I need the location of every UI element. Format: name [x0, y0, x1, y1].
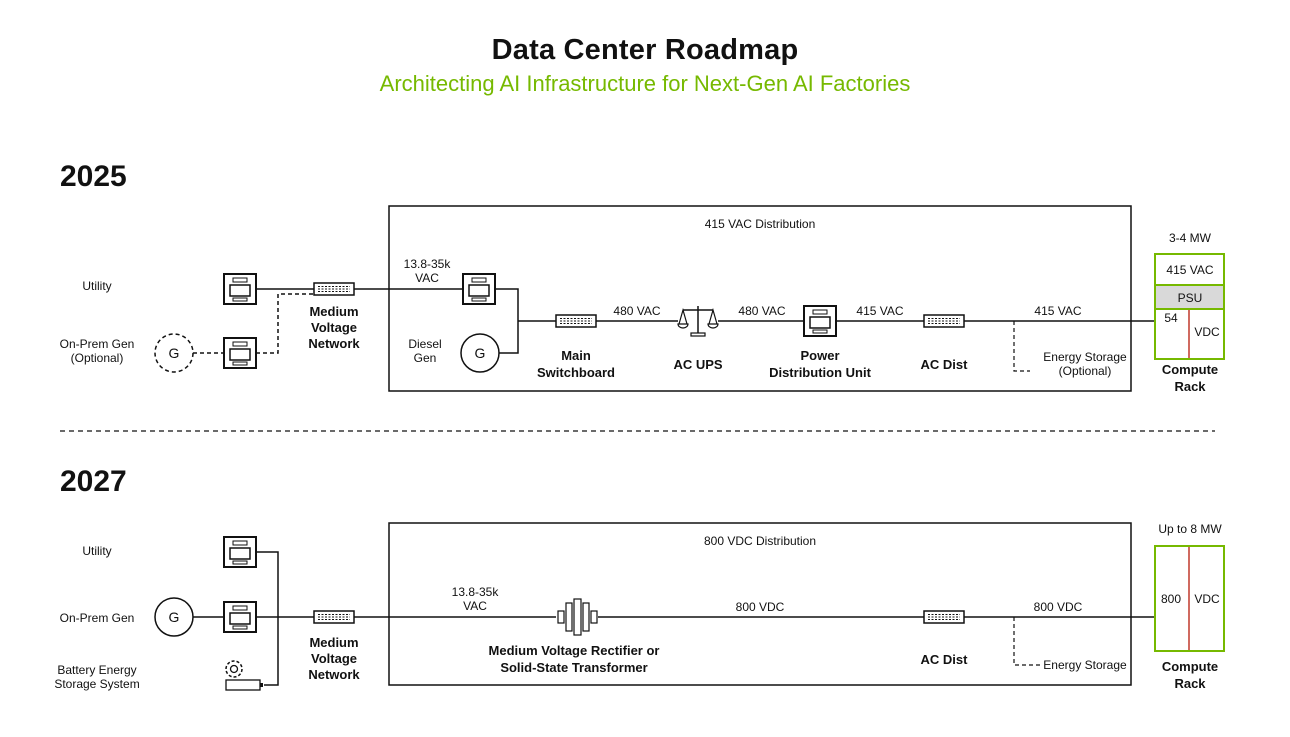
- distribution-label-2025: 415 VAC Distribution: [705, 217, 816, 231]
- energy-storage-label-2025-line1: Energy Storage: [1043, 350, 1127, 364]
- box-meter-icon-2025: [462, 273, 496, 305]
- mvn-label-2027-line3: Network: [308, 667, 360, 682]
- pdu-icon: [803, 305, 837, 337]
- year-2027-heading: 2027: [60, 465, 127, 498]
- section-2027: 800 VDC Distribution Utility On-Prem Gen…: [54, 522, 1225, 691]
- voltage-label-800-b: 800 VDC: [1034, 600, 1083, 614]
- onprem-generator-symbol-2027: G: [169, 609, 180, 625]
- mvn-label-2025-line2: Voltage: [311, 320, 357, 335]
- rack-psu-label: PSU: [1178, 291, 1203, 305]
- rack-voltage-value-2025: 54: [1164, 311, 1178, 325]
- energy-storage-label-2025-line2: (Optional): [1059, 364, 1112, 378]
- onprem-meter-icon-2025: [223, 337, 257, 369]
- page-title: Data Center Roadmap: [491, 34, 799, 66]
- input-voltage-2025-line2: VAC: [415, 271, 439, 285]
- compute-rack-2027: [1154, 545, 1225, 652]
- pdu-label-line1: Power: [800, 348, 839, 363]
- distribution-box-2025: [388, 205, 1132, 392]
- utility-label-2027: Utility: [82, 544, 111, 558]
- ac-dist-label-2027: AC Dist: [921, 652, 969, 667]
- main-switchboard-label-line1: Main: [561, 348, 591, 363]
- compute-rack-2025: [1154, 253, 1225, 360]
- mvn-label-2027-line1: Medium: [309, 635, 358, 650]
- compute-rack-label-2025-line1: Compute: [1162, 362, 1218, 377]
- input-voltage-2027-line1: 13.8-35k: [452, 585, 500, 599]
- ac-ups-scale-icon: [677, 306, 719, 337]
- rectifier-label-line1: Medium Voltage Rectifier or: [489, 643, 660, 658]
- utility-meter-icon-2027: [223, 536, 257, 568]
- mvn-label-2025-line1: Medium: [309, 304, 358, 319]
- mvn-label-2027-line2: Voltage: [311, 651, 357, 666]
- voltage-label-415-b: 415 VAC: [1034, 304, 1081, 318]
- onprem-gen-label-2027: On-Prem Gen: [60, 611, 135, 625]
- bess-label-line1: Battery Energy: [57, 663, 136, 677]
- rack-voltage-unit-2025: VDC: [1194, 325, 1220, 339]
- distribution-label-2027: 800 VDC Distribution: [704, 534, 816, 548]
- onprem-meter-icon-2027: [223, 601, 257, 633]
- medium-voltage-network-icon-2025: [313, 282, 355, 296]
- voltage-label-800-a: 800 VDC: [736, 600, 785, 614]
- rack-voltage-unit-2027: VDC: [1194, 592, 1220, 606]
- input-voltage-2027-line2: VAC: [463, 599, 487, 613]
- year-2025-heading: 2025: [60, 160, 127, 193]
- ac-dist-label-2025: AC Dist: [921, 357, 969, 372]
- psu-block: [1156, 286, 1223, 309]
- medium-voltage-network-icon-2027: [313, 610, 355, 624]
- onprem-gen-label-2025-line1: On-Prem Gen: [60, 337, 135, 351]
- section-2025: 415 VAC Distribution Utility On-Prem Gen…: [60, 205, 1225, 394]
- ac-dist-icon-2027: [923, 610, 965, 624]
- diesel-gen-label-line1: Diesel: [408, 337, 441, 351]
- voltage-label-480-a: 480 VAC: [613, 304, 660, 318]
- rack-power-2025: 3-4 MW: [1169, 231, 1212, 245]
- rectifier-label-line2: Solid-State Transformer: [500, 660, 647, 675]
- energy-storage-label-2027: Energy Storage: [1043, 658, 1127, 672]
- ac-dist-icon-2025: [923, 314, 965, 328]
- utility-meter-icon-2025: [223, 273, 257, 305]
- diesel-generator-symbol: G: [475, 345, 486, 361]
- bess-label-line2: Storage System: [54, 677, 139, 691]
- compute-rack-label-2027-line2: Rack: [1174, 676, 1206, 691]
- main-switchboard-icon: [555, 314, 597, 328]
- voltage-label-415-a: 415 VAC: [856, 304, 903, 318]
- compute-rack-label-2025-line2: Rack: [1174, 379, 1206, 394]
- rectifier-icon: [557, 598, 598, 636]
- rack-voltage-value-2027: 800: [1161, 592, 1181, 606]
- onprem-gen-label-2025-line2: (Optional): [71, 351, 124, 365]
- page-subtitle: Architecting AI Infrastructure for Next-…: [379, 71, 911, 96]
- distribution-box-2027: [388, 522, 1132, 686]
- rack-input-voltage-2025: 415 VAC: [1166, 263, 1213, 277]
- utility-label-2025: Utility: [82, 279, 111, 293]
- mvn-label-2025-line3: Network: [308, 336, 360, 351]
- ac-ups-label: AC UPS: [673, 357, 722, 372]
- pdu-label-line2: Distribution Unit: [769, 365, 871, 380]
- optional-generator-symbol: G: [169, 345, 180, 361]
- voltage-label-480-b: 480 VAC: [738, 304, 785, 318]
- main-switchboard-label-line2: Switchboard: [537, 365, 615, 380]
- compute-rack-label-2027-line1: Compute: [1162, 659, 1218, 674]
- battery-gear-icon: [225, 660, 263, 691]
- input-voltage-2025-line1: 13.8-35k: [404, 257, 452, 271]
- diesel-gen-label-line2: Gen: [414, 351, 437, 365]
- rack-power-2027: Up to 8 MW: [1158, 522, 1222, 536]
